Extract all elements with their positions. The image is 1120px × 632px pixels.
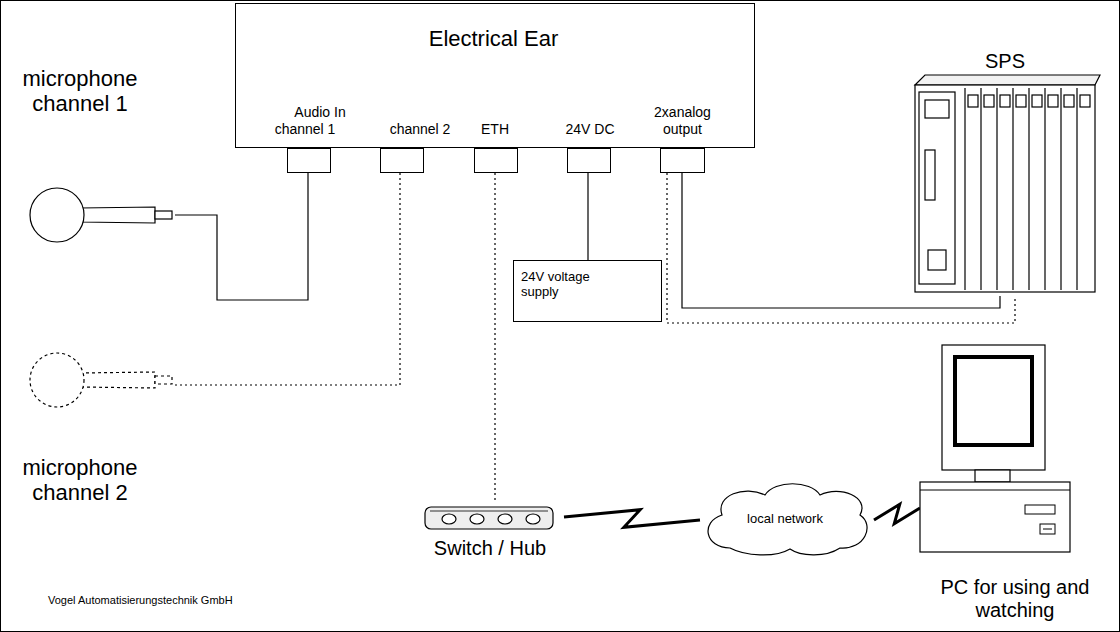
port-sockets [288, 149, 705, 173]
analog-socket [661, 149, 705, 173]
module-slot [1044, 88, 1045, 290]
microphone-label: microphone channel 1 [5, 66, 155, 117]
switch-body [425, 507, 553, 529]
module-display [925, 100, 949, 118]
network-cloud-node: local network [700, 486, 874, 554]
ethernet-socket [475, 149, 518, 173]
microphone-label: microphone channel 2 [5, 455, 155, 506]
plc-rack [915, 75, 1100, 292]
microphone-node: microphone channel 1 [5, 60, 175, 245]
module-slot [996, 88, 997, 290]
module-slot [1060, 88, 1061, 290]
module-led [1080, 95, 1090, 107]
plc-node: SPS [910, 48, 1104, 296]
module-led [1064, 95, 1074, 107]
network-link [564, 510, 700, 528]
audio-socket-1 [288, 149, 331, 173]
ethernet-cable [494, 148, 495, 503]
power-supply-box: 24V voltage supply [513, 260, 662, 322]
port-label: ETH [465, 121, 525, 138]
module-slot [980, 88, 981, 290]
audio-socket-2 [381, 149, 424, 173]
module-switch [928, 250, 946, 270]
rack-top [915, 75, 1100, 85]
power-supply-label: 24V voltage supply [521, 270, 616, 300]
switch-icon [425, 507, 553, 529]
microphone-node: microphone channel 2 [5, 355, 175, 512]
microphone-handle [80, 372, 155, 388]
port-label: 2xanalog output [640, 104, 725, 138]
pc-case [920, 482, 1070, 552]
module-socket [925, 150, 935, 200]
module-slot [1012, 88, 1013, 290]
microphone-head [30, 188, 84, 242]
pc-node: PC for using and watching [920, 340, 1114, 628]
pc-icon [920, 345, 1070, 552]
switch-led [526, 514, 540, 524]
port-label: Audio In [280, 104, 360, 121]
switch-node: Switch / Hub [420, 503, 564, 566]
pc-case-line [920, 490, 1070, 491]
module-slot [964, 88, 965, 290]
microphone-handle [80, 207, 155, 223]
switch-led [442, 514, 456, 524]
power-socket [568, 149, 611, 173]
microphone-symbol-optional [30, 353, 172, 407]
drive-slot [1025, 505, 1055, 514]
module-led [968, 95, 978, 107]
module-led [1048, 95, 1058, 107]
microphone-head [30, 353, 84, 407]
monitor-screen [955, 357, 1032, 445]
port-label: channel 1 [265, 121, 345, 138]
drive-line [1043, 529, 1052, 530]
switch-led [498, 514, 512, 524]
plc-label: SPS [910, 50, 1100, 73]
switch-bevel [430, 511, 548, 512]
module-led [1016, 95, 1026, 107]
microphone-plug [155, 211, 172, 219]
switch-label: Switch / Hub [420, 537, 560, 560]
module-led [1000, 95, 1010, 107]
switch-led [470, 514, 484, 524]
module-slot [1076, 88, 1077, 290]
port-label: channel 2 [380, 121, 460, 138]
port-label: 24V DC [553, 121, 627, 138]
power-module [919, 92, 955, 284]
module-slot [1028, 88, 1029, 290]
module-led [984, 95, 994, 107]
drive-slot [1040, 524, 1055, 534]
monitor-stand [975, 470, 1010, 482]
network-label: local network [700, 512, 870, 527]
company-note: Vogel Automatisierungstechnik GmbH [48, 592, 368, 609]
microphone-symbol [30, 188, 172, 242]
device-title: Electrical Ear [236, 26, 751, 51]
microphone-plug [155, 376, 172, 384]
rack-body [915, 85, 1095, 292]
network-link [874, 504, 920, 523]
module-led [1032, 95, 1042, 107]
audio-cable-optional [175, 148, 400, 385]
monitor-case [942, 345, 1045, 470]
pc-label: PC for using and watching [920, 576, 1110, 622]
